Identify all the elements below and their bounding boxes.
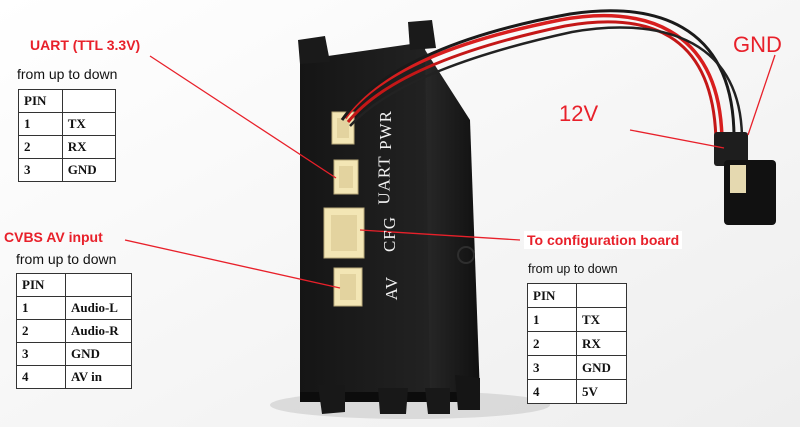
logo-mark	[457, 246, 475, 264]
table-cell: RX	[61, 135, 117, 159]
cvbs-title: CVBS AV input	[4, 229, 103, 245]
table-cell: GND	[576, 355, 627, 380]
uart-subtitle: from up to down	[17, 66, 118, 82]
table-cell: GND	[61, 158, 117, 182]
table-cell: Audio-R	[65, 319, 132, 343]
table-header-cell: PIN	[527, 283, 577, 308]
table-row: 1 TX	[18, 112, 117, 136]
table-row: 3 GND	[18, 158, 117, 182]
heat-shrink	[714, 132, 748, 166]
table-row: 3 GND	[527, 355, 627, 380]
table-cell: TX	[576, 307, 627, 332]
table-row: 3 GND	[16, 342, 132, 366]
config-title: To configuration board	[524, 231, 683, 249]
table-row: PIN	[16, 273, 132, 297]
v12-leader	[629, 129, 725, 149]
device-top-face	[420, 42, 480, 400]
wire-red-2	[346, 20, 718, 143]
mounting-ear-top-left	[298, 36, 330, 64]
table-header-cell	[61, 89, 117, 113]
table-cell: 1	[16, 296, 66, 320]
table-cell: AV in	[65, 365, 132, 389]
uart-leader	[149, 55, 337, 179]
config-pin-table: PIN 1 TX 2 RX 3 GND 4 5V	[527, 283, 627, 404]
wire-black-1	[340, 9, 736, 141]
table-cell: 3	[18, 158, 63, 182]
table-cell: Audio-L	[65, 296, 132, 320]
table-cell: 5V	[576, 379, 627, 404]
port-label-pwr: PWR	[375, 110, 395, 150]
table-header-cell: PIN	[18, 89, 63, 113]
wire-black-2	[349, 26, 744, 141]
table-cell: RX	[576, 331, 627, 356]
table-cell: 4	[16, 365, 66, 389]
port-label-cfg: CFG	[380, 215, 400, 253]
gnd-leader	[747, 54, 776, 136]
table-cell: TX	[61, 112, 117, 136]
mounting-ear-top-right	[408, 20, 436, 50]
mounting-ear-bottom-right	[425, 388, 450, 414]
port-label-uart: UART	[374, 155, 394, 205]
table-header-cell	[576, 283, 627, 308]
uart-title: UART (TTL 3.3V)	[30, 37, 141, 53]
table-cell: 3	[16, 342, 66, 366]
table-cell: 4	[527, 379, 577, 404]
mounting-ear-back	[455, 375, 480, 410]
cvbs-leader	[124, 239, 341, 289]
table-row: 2 RX	[18, 135, 117, 159]
table-cell: 2	[527, 331, 577, 356]
plug-tab	[730, 165, 746, 193]
mounting-ear-bottom-mid	[378, 388, 408, 414]
table-row: 1 TX	[527, 307, 627, 332]
table-row: 2 Audio-R	[16, 319, 132, 343]
wire-red-1	[343, 13, 724, 141]
table-cell: 3	[527, 355, 577, 380]
port-label-av: AV	[382, 275, 402, 301]
table-cell: 2	[16, 319, 66, 343]
mounting-ear-bottom-left	[318, 385, 345, 414]
cvbs-pin-table: PIN 1 Audio-L 2 Audio-R 3 GND 4 AV in	[16, 273, 132, 389]
table-row: PIN	[527, 283, 627, 308]
config-subtitle: from up to down	[528, 262, 618, 276]
table-row: 2 RX	[527, 331, 627, 356]
table-header-cell: PIN	[16, 273, 66, 297]
table-cell: GND	[65, 342, 132, 366]
gnd-label: GND	[733, 32, 782, 57]
uart-pin-table: PIN 1 TX 2 RX 3 GND	[18, 89, 117, 182]
table-row: 4 AV in	[16, 365, 132, 389]
table-cell: 1	[527, 307, 577, 332]
table-cell: 2	[18, 135, 63, 159]
v12-label: 12V	[559, 101, 599, 126]
cfg-leader	[359, 229, 521, 241]
table-header-cell	[65, 273, 132, 297]
cvbs-subtitle: from up to down	[16, 251, 117, 267]
table-row: 1 Audio-L	[16, 296, 132, 320]
table-cell: 1	[18, 112, 63, 136]
table-row: 4 5V	[527, 379, 627, 404]
table-row: PIN	[18, 89, 117, 113]
